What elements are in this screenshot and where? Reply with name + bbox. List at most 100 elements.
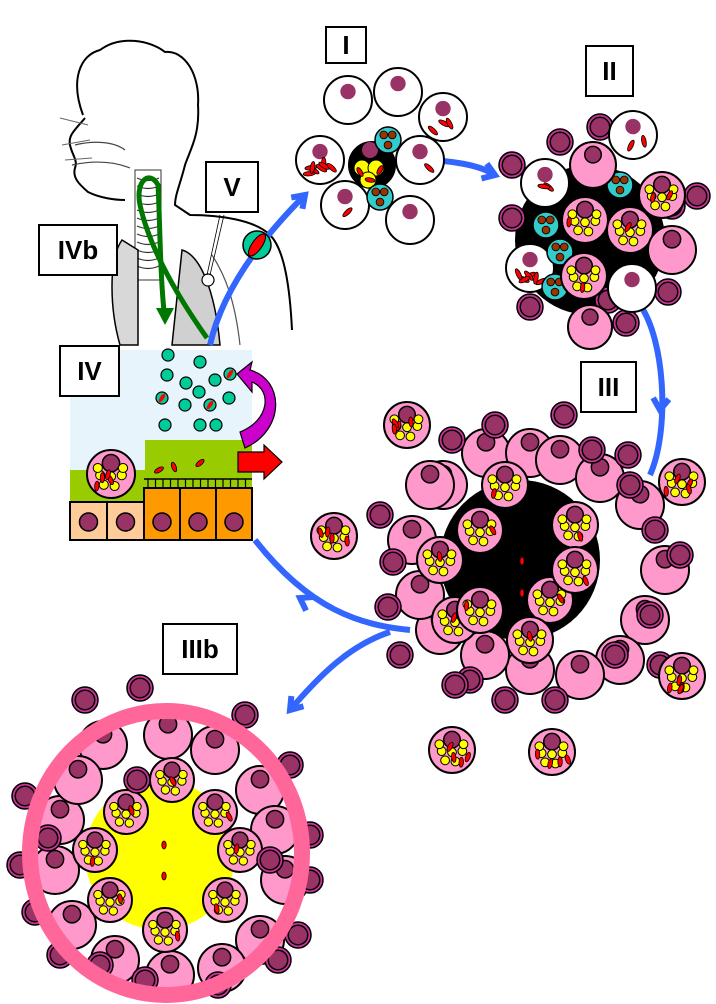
lymphocyte bbox=[481, 411, 509, 439]
stage-I-cluster bbox=[295, 67, 468, 245]
bacillus bbox=[663, 485, 669, 497]
lipid-droplet bbox=[117, 462, 129, 474]
nucleus bbox=[45, 849, 65, 869]
lipid-droplet bbox=[210, 809, 220, 819]
lipid-droplet bbox=[583, 226, 594, 237]
bacillus bbox=[364, 177, 376, 183]
lipid-droplet bbox=[422, 549, 433, 560]
lipid-droplet bbox=[238, 856, 248, 866]
arrow-head-I-to-II bbox=[480, 161, 500, 182]
lipid-droplet bbox=[109, 801, 119, 812]
arrow-head-II-to-III bbox=[650, 396, 672, 416]
nucleus bbox=[662, 229, 682, 249]
lipid-droplet bbox=[208, 889, 218, 900]
foamy-macrophage bbox=[560, 252, 608, 300]
aerosol-droplet bbox=[192, 385, 206, 399]
lipid-droplet bbox=[500, 482, 510, 493]
bacillus bbox=[533, 271, 539, 285]
panel-IV-airway bbox=[69, 348, 283, 541]
ciliated-nucleus bbox=[152, 512, 172, 532]
lipid-droplet bbox=[428, 565, 438, 576]
lymphocyte-nucleus bbox=[369, 504, 391, 526]
granule bbox=[541, 225, 551, 235]
nucleus bbox=[50, 799, 70, 819]
lipid-droplet bbox=[221, 801, 231, 812]
granule bbox=[550, 287, 560, 297]
bacillus bbox=[674, 473, 681, 484]
lymphocyte-nucleus bbox=[619, 474, 641, 496]
nucleus bbox=[495, 465, 515, 484]
lymphocyte-nucleus bbox=[644, 519, 666, 541]
lymphocyte-nucleus bbox=[519, 296, 541, 318]
foamy-macrophage bbox=[658, 652, 706, 700]
pointer-lines bbox=[59, 117, 93, 161]
macrophage-body bbox=[295, 135, 345, 185]
nucleus bbox=[520, 432, 540, 452]
foamy-macrophage bbox=[87, 877, 133, 923]
lipid-droplet bbox=[163, 936, 173, 946]
nucleus bbox=[475, 634, 495, 654]
bacillus bbox=[99, 472, 105, 484]
bacillus bbox=[650, 192, 656, 203]
nucleus bbox=[574, 256, 594, 275]
bacillus bbox=[491, 488, 497, 499]
nucleus bbox=[163, 761, 181, 779]
lymphocyte bbox=[666, 541, 694, 569]
label-stage-IIIb: IIIb bbox=[162, 623, 238, 675]
lipid-droplet bbox=[220, 897, 230, 907]
lymphocyte bbox=[126, 674, 154, 702]
bacillus bbox=[154, 466, 164, 474]
bacillus bbox=[344, 535, 350, 547]
epithelial-nucleus bbox=[78, 512, 99, 532]
macrophage bbox=[320, 180, 370, 230]
bacillus bbox=[627, 139, 635, 152]
droplet-bacillus bbox=[206, 400, 214, 410]
bacillus bbox=[547, 758, 554, 769]
lymphocyte bbox=[366, 501, 394, 529]
nucleus bbox=[470, 590, 490, 609]
bacillus bbox=[534, 748, 541, 760]
bacillus bbox=[174, 930, 181, 942]
fibrotic-capsule bbox=[22, 703, 310, 1003]
granule bbox=[379, 130, 389, 140]
lipid-droplet bbox=[545, 597, 555, 608]
lipid-droplet bbox=[478, 616, 489, 627]
foamy-macrophage bbox=[103, 789, 149, 835]
lymphocyte-nucleus bbox=[686, 185, 708, 207]
macrophage bbox=[295, 135, 345, 185]
bacillus bbox=[537, 183, 551, 190]
nucleus bbox=[420, 464, 440, 484]
bacillus bbox=[117, 893, 123, 905]
macrophage-body bbox=[607, 263, 657, 313]
foamy-macrophage bbox=[506, 616, 554, 664]
lymphocyte-nucleus bbox=[389, 644, 411, 666]
lymphocyte bbox=[614, 441, 642, 469]
bacillus bbox=[579, 282, 586, 293]
lipid-droplet bbox=[475, 527, 485, 538]
nucleus bbox=[337, 188, 353, 205]
arrow-II-to-III bbox=[637, 303, 666, 477]
lymphocyte-nucleus bbox=[259, 849, 281, 871]
lymphocyte bbox=[379, 548, 407, 576]
cell-body bbox=[567, 304, 613, 350]
neutrophil bbox=[546, 238, 574, 266]
bacillus bbox=[424, 163, 435, 173]
bacillus bbox=[566, 216, 572, 228]
epithelioid-cell bbox=[569, 141, 617, 189]
granule bbox=[379, 187, 389, 197]
arrow-head-III-to-IV bbox=[295, 593, 315, 612]
aerosol-droplet bbox=[161, 348, 175, 362]
bacillus bbox=[309, 161, 316, 174]
lipid-droplet bbox=[395, 430, 405, 441]
aerosol-droplet bbox=[158, 418, 172, 432]
lipid-droplet bbox=[570, 567, 580, 578]
nucleus bbox=[205, 729, 225, 749]
macrophage-body bbox=[385, 195, 435, 245]
ciliated-nucleus bbox=[188, 512, 208, 532]
aerosol-droplet bbox=[179, 376, 193, 390]
nucleus bbox=[86, 831, 104, 849]
lipid-droplet bbox=[223, 906, 233, 916]
macrophage bbox=[520, 158, 570, 208]
bacillus bbox=[195, 458, 205, 468]
lipid-droplet bbox=[590, 265, 601, 276]
